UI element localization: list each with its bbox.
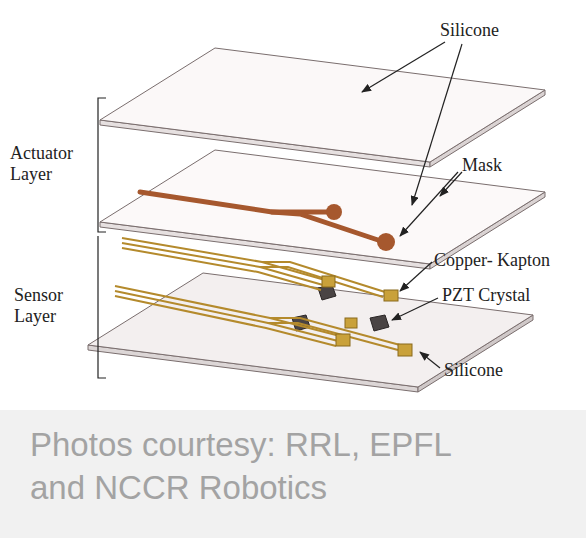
part-label: Sensor Layer bbox=[14, 285, 90, 326]
caption-band: Photos courtesy: RRL, EPFL and NCCR Robo… bbox=[0, 410, 586, 538]
part-label: Silicone bbox=[440, 20, 550, 41]
mask-trace bbox=[140, 192, 395, 251]
photo-credit-caption: Photos courtesy: RRL, EPFL and NCCR Robo… bbox=[30, 424, 510, 510]
pzt-crystals bbox=[292, 285, 389, 331]
part-label: Mask bbox=[462, 155, 542, 176]
part-label: Copper- Kapton bbox=[434, 250, 574, 271]
leader-arrows bbox=[362, 42, 462, 368]
layer-illustration bbox=[0, 0, 586, 410]
part-label: Actuator Layer bbox=[10, 143, 90, 184]
layer-bracket bbox=[98, 98, 106, 378]
copper-kapton-ribbon bbox=[115, 286, 412, 356]
silicone-plate bbox=[100, 48, 545, 167]
part-label: Silicone bbox=[444, 360, 554, 381]
part-label: PZT Crystal bbox=[442, 285, 572, 306]
